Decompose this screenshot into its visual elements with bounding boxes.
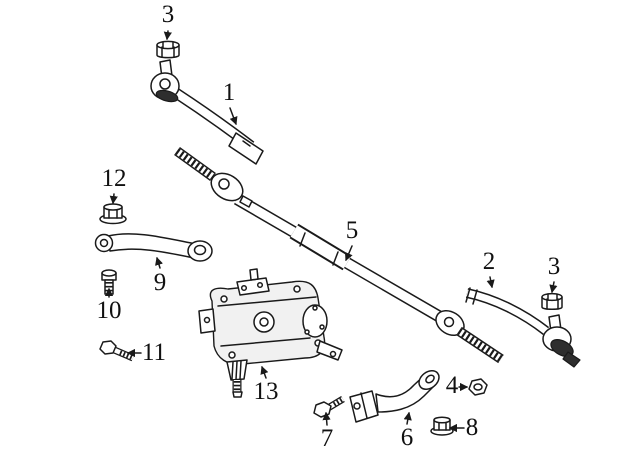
part-inner-tie-rod-right-threads	[456, 326, 504, 364]
part-center-drag-link	[233, 193, 451, 327]
callout-3-right: 3	[547, 253, 561, 280]
callout-11: 11	[141, 339, 167, 366]
leader-12	[109, 193, 118, 205]
part-outer-tie-rod-right	[465, 287, 581, 368]
callout-12: 12	[101, 165, 127, 192]
leader-1	[229, 107, 238, 126]
part-inner-tie-rod-left-threads	[174, 146, 216, 182]
part-left-ball-joint	[210, 172, 253, 208]
leader-3-right	[549, 281, 558, 294]
callout-2: 2	[482, 248, 496, 275]
mount-lug	[198, 308, 216, 334]
part-hex-bolt-lower	[313, 395, 345, 418]
tie-rod-clamp-left	[228, 132, 264, 165]
callout-5: 5	[345, 217, 359, 244]
callout-9: 9	[153, 269, 167, 296]
leader-13	[260, 365, 269, 379]
part-outer-tie-rod-left	[150, 59, 264, 165]
part-flange-nut-lower	[430, 416, 454, 436]
part-hex-nut-right-lower	[468, 378, 488, 396]
leader-3-top	[163, 30, 172, 41]
leader-9	[155, 256, 163, 269]
part-castle-nut-top	[156, 40, 180, 59]
part-flange-nut-upper-left	[99, 203, 127, 225]
leader-lines	[104, 30, 558, 433]
leader-5	[344, 245, 353, 262]
callout-7: 7	[320, 425, 334, 452]
callout-8: 8	[465, 414, 479, 441]
bolt-head	[313, 401, 332, 418]
bolt-head	[99, 340, 117, 355]
part-drop-arm	[349, 369, 440, 423]
callout-13: 13	[253, 378, 279, 405]
boot-left	[155, 89, 179, 103]
callout-3-top: 3	[161, 1, 175, 28]
callout-4: 4	[445, 372, 459, 399]
callout-6: 6	[400, 424, 414, 451]
leader-7	[322, 411, 331, 426]
part-pitman-arm	[94, 233, 213, 262]
part-hex-bolt-left	[99, 340, 135, 362]
callout-1: 1	[222, 79, 236, 106]
part-steering-gear-box	[198, 268, 343, 398]
part-castle-nut-right	[541, 292, 563, 310]
leader-6	[403, 411, 412, 425]
leader-2	[486, 276, 495, 289]
callout-10: 10	[96, 297, 122, 324]
